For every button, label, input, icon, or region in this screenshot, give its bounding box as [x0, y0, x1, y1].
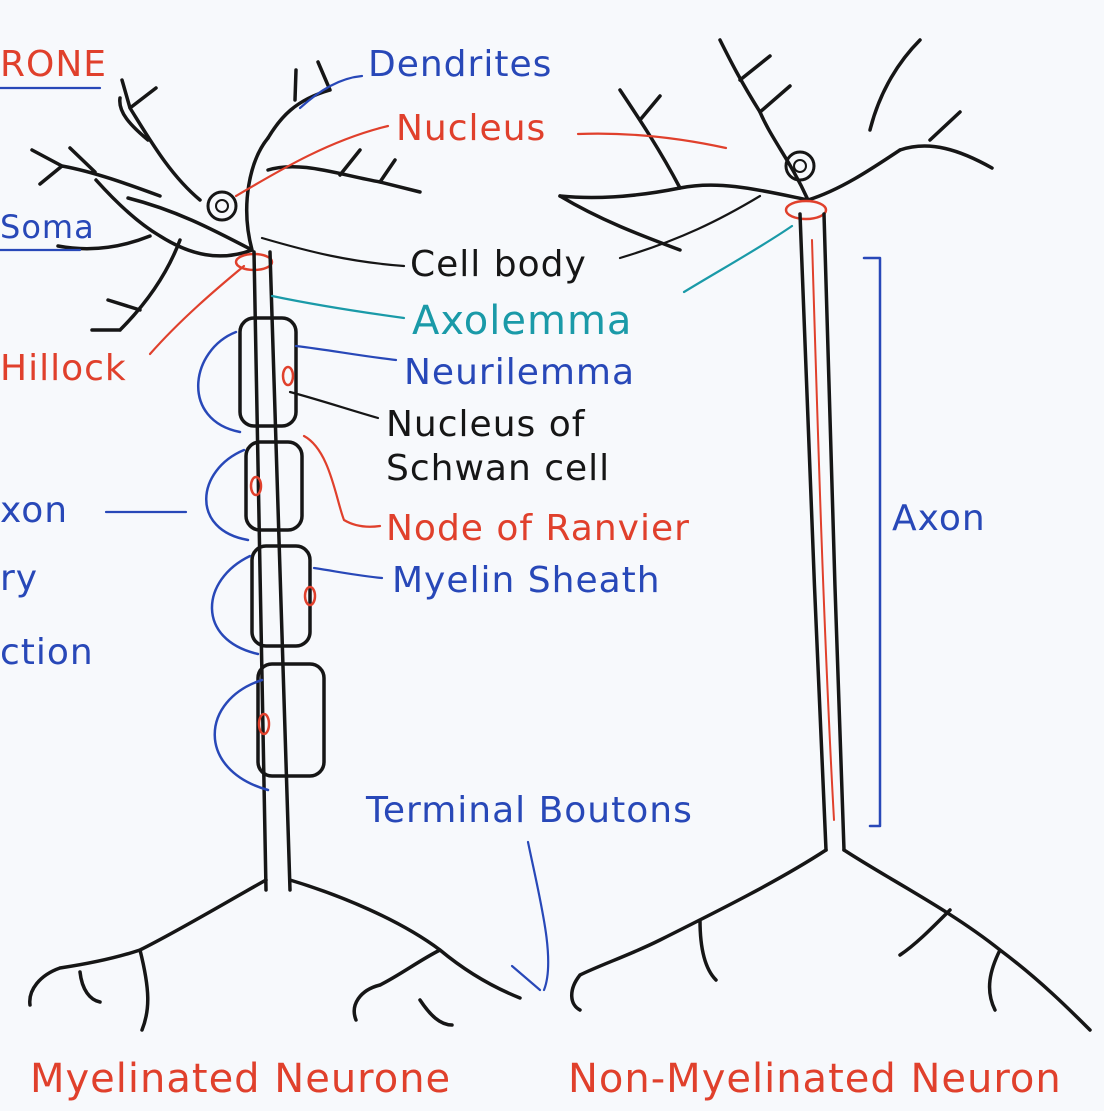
soma-outline [96, 138, 268, 256]
myelinated-terminals [30, 880, 520, 1030]
partial-label-axon-left: xon [0, 490, 68, 531]
label-terminal-boutons: Terminal Boutons [365, 790, 693, 831]
myelinated-axon-right-edge [270, 252, 290, 890]
axon-bracket [864, 258, 880, 826]
label-nucleus-of-schwan-2: Schwan cell [386, 448, 610, 489]
label-myelin-sheath: Myelin Sheath [392, 560, 661, 601]
label-neurilemma: Neurilemma [404, 352, 635, 393]
label-axolemma: Axolemma [412, 298, 632, 344]
soma-nucleus [208, 192, 236, 220]
non-myelinated-terminals [572, 850, 1090, 1030]
partial-label-ry: ry [0, 558, 38, 599]
label-cell-body: Cell body [410, 244, 587, 285]
label-nucleus-of-schwan-1: Nucleus of [386, 404, 586, 445]
dendrites-left [32, 80, 200, 330]
labels: RONE Dendrites Nucleus Soma Cell body Ax… [0, 44, 1062, 1102]
axolemma-line [812, 240, 834, 820]
caption-myelinated-neurone: Myelinated Neurone [30, 1056, 451, 1102]
partial-label-hillock: Hillock [0, 348, 127, 389]
myelin-segment-2 [246, 442, 302, 530]
non-myelinated-axon-right-edge [824, 214, 844, 850]
right-soma-outline [560, 112, 900, 200]
label-axon: Axon [892, 498, 986, 539]
myelin-segment-1 [240, 318, 296, 426]
partial-label-soma: Soma [0, 208, 95, 246]
partial-label-ction: ction [0, 632, 94, 673]
myelinated-axon-left-edge [254, 252, 266, 890]
caption-non-myelinated-neuron: Non-Myelinated Neuron [568, 1056, 1062, 1102]
label-dendrites: Dendrites [368, 44, 552, 85]
label-node-of-ranvier: Node of Ranvier [386, 508, 690, 549]
label-nucleus: Nucleus [396, 108, 546, 149]
partial-heading-neurone: RONE [0, 44, 107, 85]
